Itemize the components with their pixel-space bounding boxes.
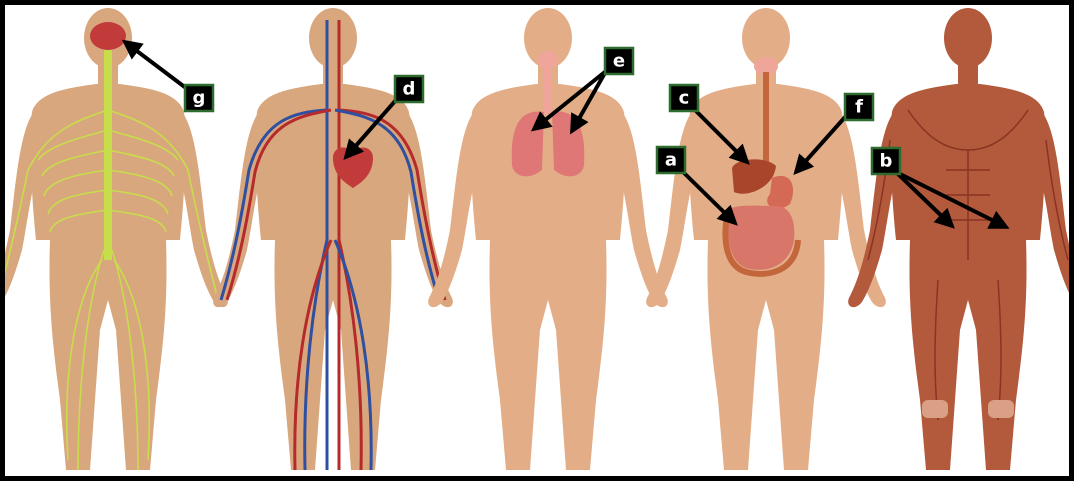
label-c: c: [670, 85, 698, 111]
respiratory-system-figure: [428, 8, 668, 470]
label-d: d: [395, 76, 423, 102]
label-a: a: [657, 147, 685, 173]
label-f-text: f: [855, 97, 863, 118]
left-knee: [922, 400, 948, 418]
arrow-g: [125, 42, 186, 88]
brain-icon: [90, 22, 126, 50]
larynx: [538, 51, 558, 69]
body-silhouette: [0, 8, 228, 470]
spinal-cord: [104, 50, 112, 260]
esophagus: [763, 72, 769, 172]
label-d-text: d: [403, 79, 416, 100]
body-silhouette: [848, 8, 1074, 470]
muscular-system-figure: [848, 8, 1074, 470]
digestive-system-figure: [646, 8, 886, 470]
label-a-text: a: [665, 150, 677, 171]
label-e-text: e: [613, 51, 625, 72]
label-f: f: [845, 94, 873, 120]
label-e: e: [605, 48, 633, 74]
label-g: g: [185, 85, 213, 111]
trachea: [544, 68, 552, 114]
right-knee: [988, 400, 1014, 418]
label-b-text: b: [880, 151, 893, 172]
label-c-text: c: [679, 88, 690, 109]
nervous-system-figure: [0, 8, 228, 470]
label-b: b: [872, 148, 900, 174]
label-g-text: g: [193, 88, 206, 109]
